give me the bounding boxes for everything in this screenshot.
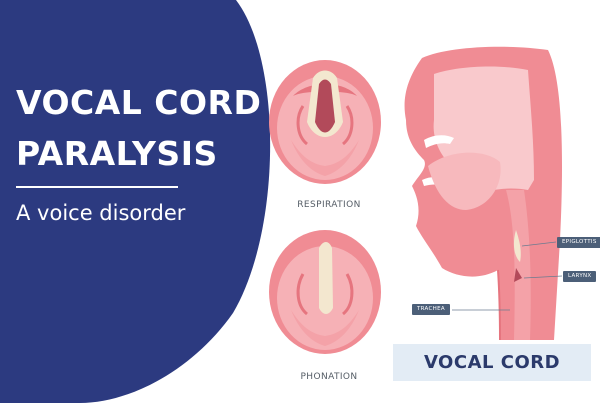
vocal-cord-banner-text: VOCAL CORD: [423, 352, 561, 373]
phonation-illustration: [269, 230, 381, 354]
throat-cross-section: [404, 46, 563, 340]
respiration-illustration: [269, 60, 381, 184]
epiglottis-label: EPIGLOTTIS: [557, 237, 600, 248]
subtitle: A voice disorder: [16, 201, 186, 225]
title-divider: [16, 186, 178, 188]
trachea-label: TRACHEA: [412, 304, 450, 315]
title-line-1: VOCAL CORD: [16, 83, 262, 122]
respiration-caption: RESPIRATION: [297, 200, 361, 210]
larynx-label: LARYNX: [563, 271, 597, 282]
vocal-cord-banner: [393, 344, 591, 381]
phonation-caption: PHONATION: [300, 372, 358, 382]
title-line-2: PARALYSIS: [16, 134, 218, 173]
